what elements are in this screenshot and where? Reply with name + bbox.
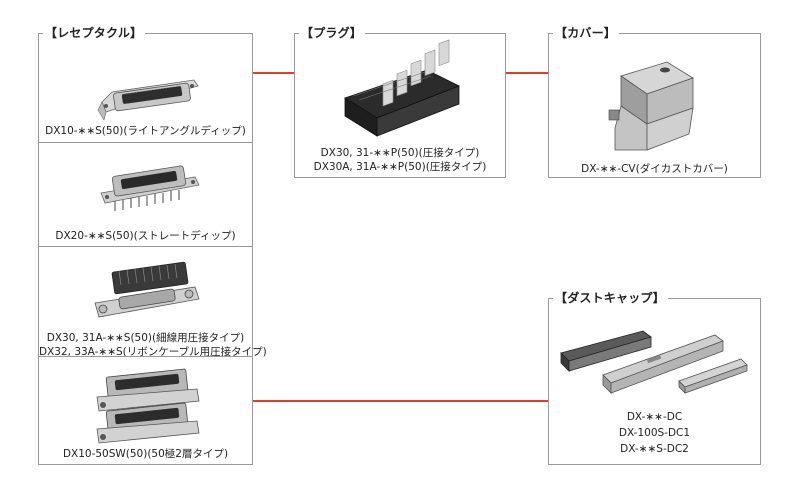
receptacle-cell-2: DX20-∗∗S(50)(ストレートディップ) — [39, 142, 252, 247]
plug-caption: DX30, 31-∗∗P(50)(圧接タイプ) DX30A, 31A-∗∗P(5… — [295, 146, 505, 174]
cover-caption: DX-∗∗-CV(ダイカストカバー) — [549, 162, 760, 176]
caption-line: DX-∗∗-CV(ダイカストカバー) — [581, 163, 728, 175]
caption-line: DX10-50SW(50)(50極2層タイプ) — [62, 448, 229, 460]
dustcap-image — [560, 330, 748, 394]
plug-box: 【プラグ】 DX30, 31-∗∗P(50)(圧接タイプ) DX30A, 31A… — [294, 25, 506, 178]
dustcap-box: 【ダストキャップ】 DX-∗∗-DC DX-100S-DC1 DX-∗∗S-DC… — [548, 290, 761, 465]
cover-image — [608, 61, 694, 151]
receptacle-caption-2: DX20-∗∗S(50)(ストレートディップ) — [39, 229, 252, 243]
receptacle-box: 【レセプタクル】 DX10-∗∗S(50)(ライトアングルディップ) — [38, 25, 267, 467]
caption-line: DX30A, 31A-∗∗P(50)(圧接タイプ) — [313, 161, 487, 173]
connector-line-plug-cover — [506, 72, 548, 74]
receptacle-2-tier-image — [96, 368, 200, 444]
connector-line-receptacle-dustcap — [253, 400, 548, 402]
caption-line: DX30, 31A-∗∗S(50)(細線用圧接タイプ) — [46, 332, 245, 344]
connector-line-receptacle-plug — [253, 72, 294, 74]
caption-line: DX32, 33A-∗∗S(リボンケーブル用圧接タイプ) — [39, 346, 267, 358]
receptacle-cell-1: DX10-∗∗S(50)(ライトアングルディップ) — [39, 34, 252, 142]
caption-line: DX30, 31-∗∗P(50)(圧接タイプ) — [320, 147, 480, 159]
receptacle-title: 【レセプタクル】 — [43, 25, 146, 41]
dustcap-title: 【ダストキャップ】 — [553, 290, 668, 306]
caption-line: DX10-∗∗S(50)(ライトアングルディップ) — [45, 125, 246, 137]
cover-title: 【カバー】 — [553, 25, 620, 41]
caption-line: DX-∗∗S-DC2 — [620, 443, 689, 455]
plug-image — [344, 39, 460, 137]
receptacle-right-angle-dip-image — [97, 79, 199, 121]
cover-box: 【カバー】 DX-∗∗-CV(ダイカストカバー) — [548, 25, 761, 178]
receptacle-caption-4: DX10-50SW(50)(50極2層タイプ) — [39, 447, 252, 461]
caption-line: DX-∗∗-DC — [626, 411, 683, 423]
caption-line: DX20-∗∗S(50)(ストレートディップ) — [55, 230, 236, 242]
receptacle-cell-4: DX10-50SW(50)(50極2層タイプ) — [39, 356, 252, 467]
receptacle-caption-3: DX30, 31A-∗∗S(50)(細線用圧接タイプ) DX32, 33A-∗∗… — [39, 331, 267, 359]
caption-line: DX-100S-DC1 — [618, 427, 691, 439]
receptacle-cell-3: DX30, 31A-∗∗S(50)(細線用圧接タイプ) DX32, 33A-∗∗… — [39, 246, 267, 359]
receptacle-idc-image — [94, 261, 200, 318]
plug-title: 【プラグ】 — [299, 25, 366, 41]
receptacle-caption-1: DX10-∗∗S(50)(ライトアングルディップ) — [39, 124, 252, 138]
dustcap-caption: DX-∗∗-DC DX-100S-DC1 DX-∗∗S-DC2 — [549, 409, 760, 457]
receptacle-straight-dip-image — [100, 165, 200, 211]
